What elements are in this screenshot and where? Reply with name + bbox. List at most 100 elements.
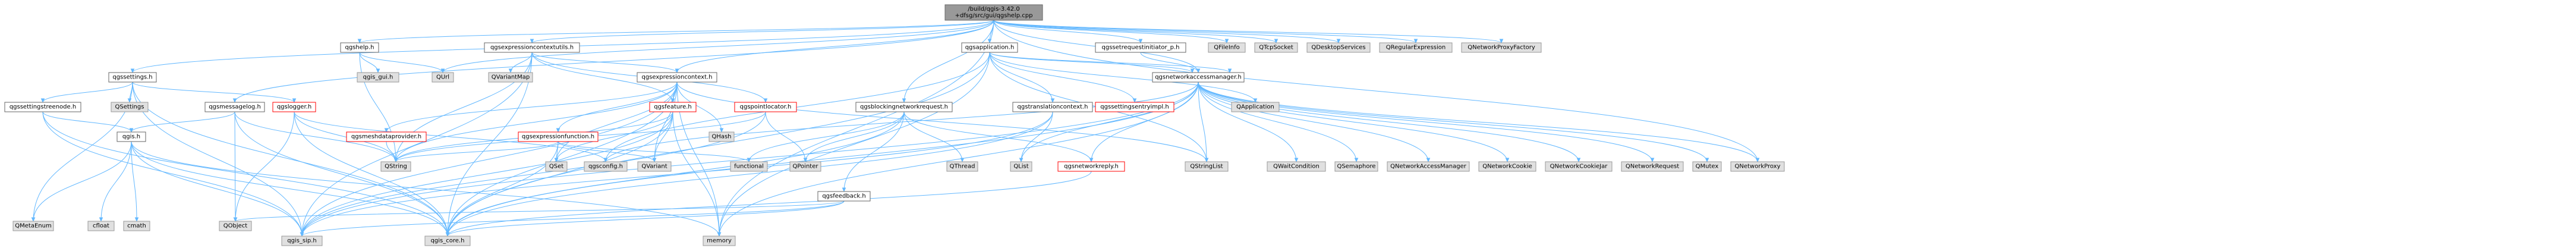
- edge-qgsnetworkaccessmanager_h-to-QList: [1021, 81, 1199, 162]
- node-qgsfeedback_h[interactable]: qgsfeedback.h: [817, 191, 871, 202]
- edge-qgsapplication_h-to-memory: [719, 52, 990, 236]
- edge-qgsnetworkaccessmanager_h-to-QNetworkRequest: [1198, 81, 1652, 162]
- node-label-qgssettings_h: qgssettings.h: [112, 74, 152, 81]
- node-qgsexpressioncontext_h[interactable]: qgsexpressioncontext.h: [637, 72, 717, 83]
- node-qgsblockingnetworkrequest_h[interactable]: qgsblockingnetworkrequest.h: [855, 102, 953, 112]
- node-qgsexpressionfunction_h[interactable]: qgsexpressionfunction.h: [518, 131, 599, 142]
- node-box-QNetworkRequest: [1621, 161, 1684, 172]
- node-label-QRegularExpression: QRegularExpression: [1386, 45, 1446, 51]
- node-label-qgshelp_h: qgshelp.h: [345, 45, 374, 51]
- node-label-QTcpSocket: QTcpSocket: [1259, 45, 1293, 51]
- node-layer: /build/qgis-3.42.0+dfsg/src/gui/qgshelp.…: [4, 4, 1785, 246]
- node-qgis_h[interactable]: qgis.h: [116, 131, 146, 142]
- node-label-qgssettingsentryimpl_h: qgssettingsentryimpl.h: [1100, 104, 1169, 111]
- edge-qgsfeature_h-to-qgis_sip_h: [302, 111, 673, 236]
- node-cfloat: cfloat: [87, 221, 115, 231]
- edge-qgsblockingnetworkrequest_h-to-QThread: [903, 111, 962, 162]
- edge-qgsapplication_h-to-qgsconfig_h: [606, 52, 990, 162]
- edge-root-to-QUrl: [443, 20, 994, 73]
- node-label-QNetworkAccessManager: QNetworkAccessManager: [1390, 164, 1467, 170]
- node-qgslogger_h[interactable]: qgslogger.h: [272, 102, 316, 112]
- node-box-QVariant: [637, 161, 672, 172]
- node-label-QPointer: QPointer: [793, 164, 819, 170]
- node-QHash: QHash: [708, 131, 735, 142]
- node-qgssettings_h[interactable]: qgssettings.h: [108, 72, 157, 83]
- node-qgsfeature_h[interactable]: qgsfeature.h: [649, 102, 697, 112]
- node-box-qgspointlocator_h: [734, 102, 797, 112]
- node-qgsconfig_h: qgsconfig.h: [584, 161, 628, 172]
- node-box-qgsmessagelog_h: [204, 102, 265, 112]
- node-box-qgsexpressioncontextutils_h: [484, 42, 580, 53]
- node-label-cfloat: cfloat: [93, 223, 109, 230]
- node-box-qgsnetworkaccessmanager_h: [1152, 72, 1245, 83]
- node-label-qgslogger_h: qgslogger.h: [277, 104, 311, 111]
- node-label-QNetworkRequest: QNetworkRequest: [1626, 164, 1679, 170]
- node-label-qgis_core_h: qgis_core.h: [431, 238, 465, 244]
- node-qgis_sip_h: qgis_sip.h: [281, 236, 323, 246]
- edge-qgssettingstreenode_h-to-qgis_sip_h: [42, 111, 302, 236]
- node-box-qgsmeshdataprovider_h: [346, 131, 427, 142]
- node-QNetworkCookie: QNetworkCookie: [1478, 161, 1536, 172]
- node-box-QHash: [708, 131, 735, 142]
- node-qgshelp_h[interactable]: qgshelp.h: [340, 42, 379, 53]
- node-QNetworkProxy: QNetworkProxy: [1730, 161, 1785, 172]
- node-label-QSemaphore: QSemaphore: [1337, 164, 1375, 170]
- node-box-QNetworkProxyFactory: [1461, 42, 1542, 53]
- node-box-qgsexpressionfunction_h: [518, 131, 599, 142]
- edge-qgsblockingnetworkrequest_h-to-qgsnetworkreply_h: [903, 111, 1091, 162]
- node-box-qgis_core_h: [424, 236, 471, 246]
- node-box-qgstranslationcontext_h: [1012, 102, 1093, 112]
- node-qgssetrequestinitiator_p_h[interactable]: qgssetrequestinitiator_p.h: [1095, 42, 1186, 53]
- edge-qgsmessagelog_h-to-QString: [234, 111, 396, 162]
- node-box-QThread: [946, 161, 978, 172]
- node-qgspointlocator_h[interactable]: qgspointlocator.h: [734, 102, 797, 112]
- edge-qgsexpressionfunction_h-to-qgis_core_h: [448, 141, 559, 236]
- edge-qgssettings_h-to-qgis_core_h: [132, 81, 448, 236]
- edge-qgspointlocator_h-to-qgis_sip_h: [302, 111, 766, 236]
- node-label-QWaitCondition: QWaitCondition: [1273, 164, 1320, 170]
- node-box-functional: [730, 161, 768, 172]
- edge-qgsnetworkaccessmanager_h-to-QNetworkProxy: [1198, 81, 1758, 162]
- node-box-qgsfeature_h: [649, 102, 697, 112]
- node-qgsnetworkaccessmanager_h[interactable]: qgsnetworkaccessmanager.h: [1152, 72, 1245, 83]
- edge-qgsapplication_h-to-QEvent: [989, 52, 1192, 73]
- node-label-QUrl: QUrl: [436, 74, 449, 81]
- node-label-QNetworkProxyFactory: QNetworkProxyFactory: [1467, 45, 1535, 51]
- edge-qgslogger_h-to-qgis_core_h: [294, 111, 448, 236]
- node-label-qgis_gui_h: qgis_gui.h: [363, 74, 393, 81]
- edge-root-to-qgsexpressioncontext_h: [677, 20, 994, 73]
- node-qgsapplication_h[interactable]: qgsapplication.h: [961, 42, 1018, 53]
- edge-qgspointlocator_h-to-QPointer: [765, 111, 805, 162]
- node-box-qgis_h: [116, 131, 146, 142]
- node-qgsmeshdataprovider_h[interactable]: qgsmeshdataprovider.h: [346, 131, 427, 142]
- node-QPointer: QPointer: [789, 161, 821, 172]
- node-qgsexpressioncontextutils_h[interactable]: qgsexpressioncontextutils.h: [484, 42, 580, 53]
- edge-qgsapplication_h-to-qgssettingsentryimpl_h: [989, 52, 1135, 102]
- node-box-QPointer: [789, 161, 821, 172]
- edge-qgsapplication_h-to-qgstranslationcontext_h: [989, 52, 1053, 102]
- edge-qgstranslationcontext_h-to-qgis_core_h: [448, 111, 1053, 236]
- node-qgssettingstreenode_h[interactable]: qgssettingstreenode.h: [4, 102, 81, 112]
- node-qgstranslationcontext_h[interactable]: qgstranslationcontext.h: [1012, 102, 1093, 112]
- edge-root-to-QFileInfo: [993, 20, 1227, 43]
- node-box-QDesktopServices: [1306, 42, 1371, 53]
- node-root[interactable]: /build/qgis-3.42.0+dfsg/src/gui/qgshelp.…: [944, 4, 1043, 21]
- node-QSemaphore: QSemaphore: [1334, 161, 1378, 172]
- edge-qgsexpressioncontext_h-to-qgsmeshdataprovider_h: [386, 81, 678, 132]
- node-qgssettingsentryimpl_h[interactable]: qgssettingsentryimpl.h: [1095, 102, 1174, 112]
- node-QVariant: QVariant: [637, 161, 672, 172]
- node-label-QSettings: QSettings: [115, 104, 144, 111]
- node-cmath: cmath: [123, 221, 150, 231]
- node-label-qgsapplication_h: qgsapplication.h: [965, 45, 1015, 51]
- node-QString: QString: [380, 161, 411, 172]
- node-box-memory: [703, 236, 736, 246]
- node-box-qgsapplication_h: [961, 42, 1018, 53]
- node-QSet: QSet: [545, 161, 568, 172]
- edge-qgsapplication_h-to-QApplication: [989, 52, 1255, 102]
- node-qgsnetworkreply_h[interactable]: qgsnetworkreply.h: [1057, 161, 1125, 172]
- node-box-root: [944, 4, 1043, 21]
- node-box-QRegularExpression: [1379, 42, 1453, 53]
- node-label-QHash: QHash: [711, 134, 731, 140]
- node-qgsmessagelog_h[interactable]: qgsmessagelog.h: [204, 102, 265, 112]
